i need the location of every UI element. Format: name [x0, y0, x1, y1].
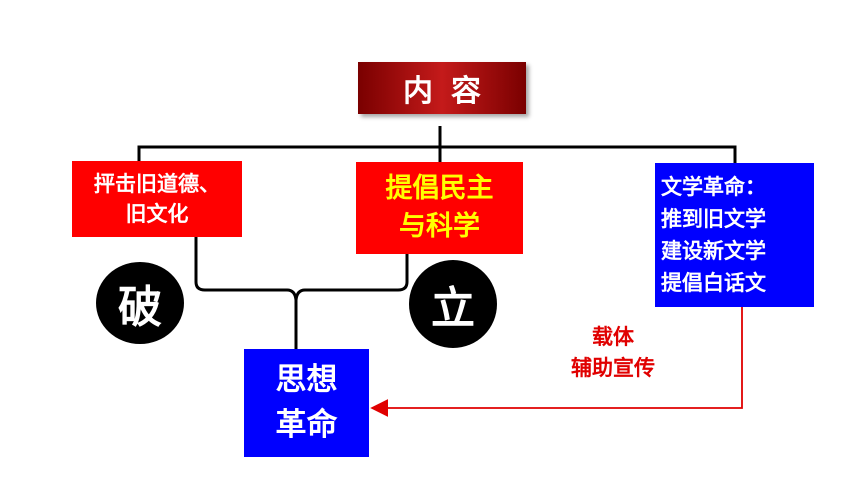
- node-middle-line-1: 提倡民主: [385, 173, 494, 204]
- node-right-line-1: 文学革命：: [661, 175, 766, 199]
- title-box: 内容: [358, 62, 526, 114]
- title-text: 内容: [403, 74, 499, 109]
- circle-break: 破: [96, 262, 184, 344]
- node-left-line-1: 抨击旧道德、: [94, 172, 220, 196]
- circle-establish: 立: [409, 260, 497, 348]
- node-bottom-line-1: 思想: [275, 362, 338, 398]
- carrier-label-line-2: 辅助宣传: [571, 356, 655, 380]
- circle-establish-text: 立: [431, 283, 475, 334]
- node-right-line-4: 提倡白话文: [661, 271, 766, 295]
- circle-break-text: 破: [118, 282, 162, 333]
- node-middle-line-2: 与科学: [399, 211, 480, 242]
- bottom-bracket: [194, 237, 409, 349]
- carrier-label-line-1: 载体: [592, 325, 634, 349]
- node-left-line-2: 旧文化: [125, 202, 189, 226]
- node-right-line-2: 推到旧文学: [661, 207, 766, 231]
- carrier-label: 载体 辅助宣传: [548, 322, 678, 384]
- node-right-line-3: 建设新文学: [661, 239, 766, 263]
- node-democracy-science: 提倡民主 与科学: [356, 162, 523, 254]
- node-criticize-old: 抨击旧道德、 旧文化: [72, 161, 242, 237]
- node-bottom-line-2: 革命: [275, 407, 338, 443]
- node-thought-revolution: 思想 革命: [244, 349, 369, 457]
- node-literary-revolution: 文学革命： 推到旧文学 建设新文学 提倡白话文: [655, 163, 814, 307]
- top-bracket: [137, 126, 737, 163]
